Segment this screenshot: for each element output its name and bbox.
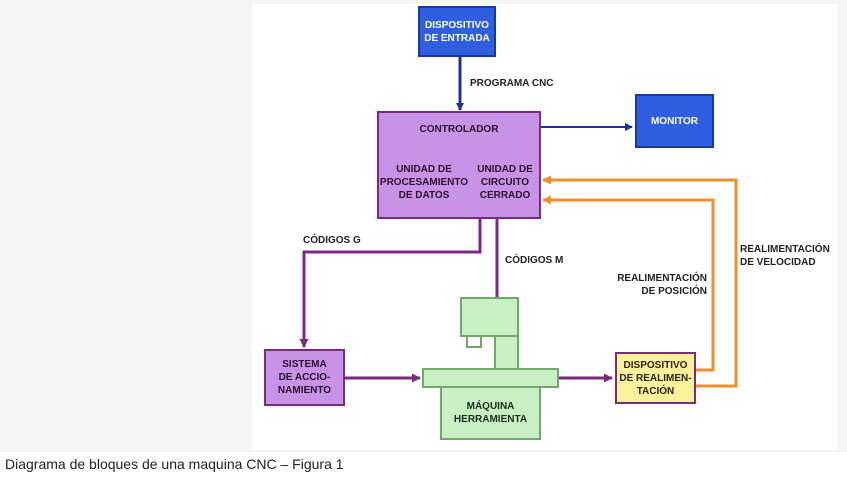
program-cnc-label: PROGRAMA CNC xyxy=(470,78,554,89)
closed-loop-unit: UNIDAD DE CIRCUITO CERRADO xyxy=(477,163,533,201)
input-device-box: DISPOSITIVO DE ENTRADA xyxy=(418,6,496,57)
feedback-device-label: DISPOSITIVO DE REALIMEN- TACIÓN xyxy=(619,359,692,397)
machine-spindle xyxy=(466,335,482,348)
machine-table xyxy=(422,368,559,388)
input-device-label: DISPOSITIVO DE ENTRADA xyxy=(424,19,490,44)
drive-system-label: SISTEMA DE ACCIO- NAMIENTO xyxy=(277,359,332,396)
feedback-position-label: REALIMENTACIÓN DE POSICIÓN xyxy=(617,273,707,297)
drive-system-box: SISTEMA DE ACCIO- NAMIENTO xyxy=(264,349,345,406)
controller-box xyxy=(377,111,541,219)
codes-m-label: CÓDIGOS M xyxy=(505,255,564,266)
codes-g-label: CÓDIGOS G xyxy=(303,235,361,246)
arrow-feedback-speed xyxy=(542,175,738,388)
data-processing-unit: UNIDAD DE PROCESAMIENTO DE DATOS xyxy=(379,163,469,201)
feedback-device-box: DISPOSITIVO DE REALIMEN- TACIÓN xyxy=(615,352,696,404)
cnc-block-diagram xyxy=(299,57,738,388)
monitor-label: MONITOR xyxy=(650,115,699,127)
feedback-speed-label: REALIMENTACIÓN DE VELOCIDAD xyxy=(740,244,830,268)
arrow-feedback-position xyxy=(542,195,715,372)
machine-tool-label: MÁQUINA HERRAMIENTA xyxy=(453,401,528,425)
monitor-box: MONITOR xyxy=(635,94,714,148)
controller-title: CONTROLADOR xyxy=(419,123,499,135)
machine-head xyxy=(460,297,519,337)
figure-caption: Diagrama de bloques de una maquina CNC –… xyxy=(5,456,344,472)
machine-tool-box: MÁQUINA HERRAMIENTA xyxy=(440,386,541,440)
arrow-codes-g xyxy=(299,219,482,348)
